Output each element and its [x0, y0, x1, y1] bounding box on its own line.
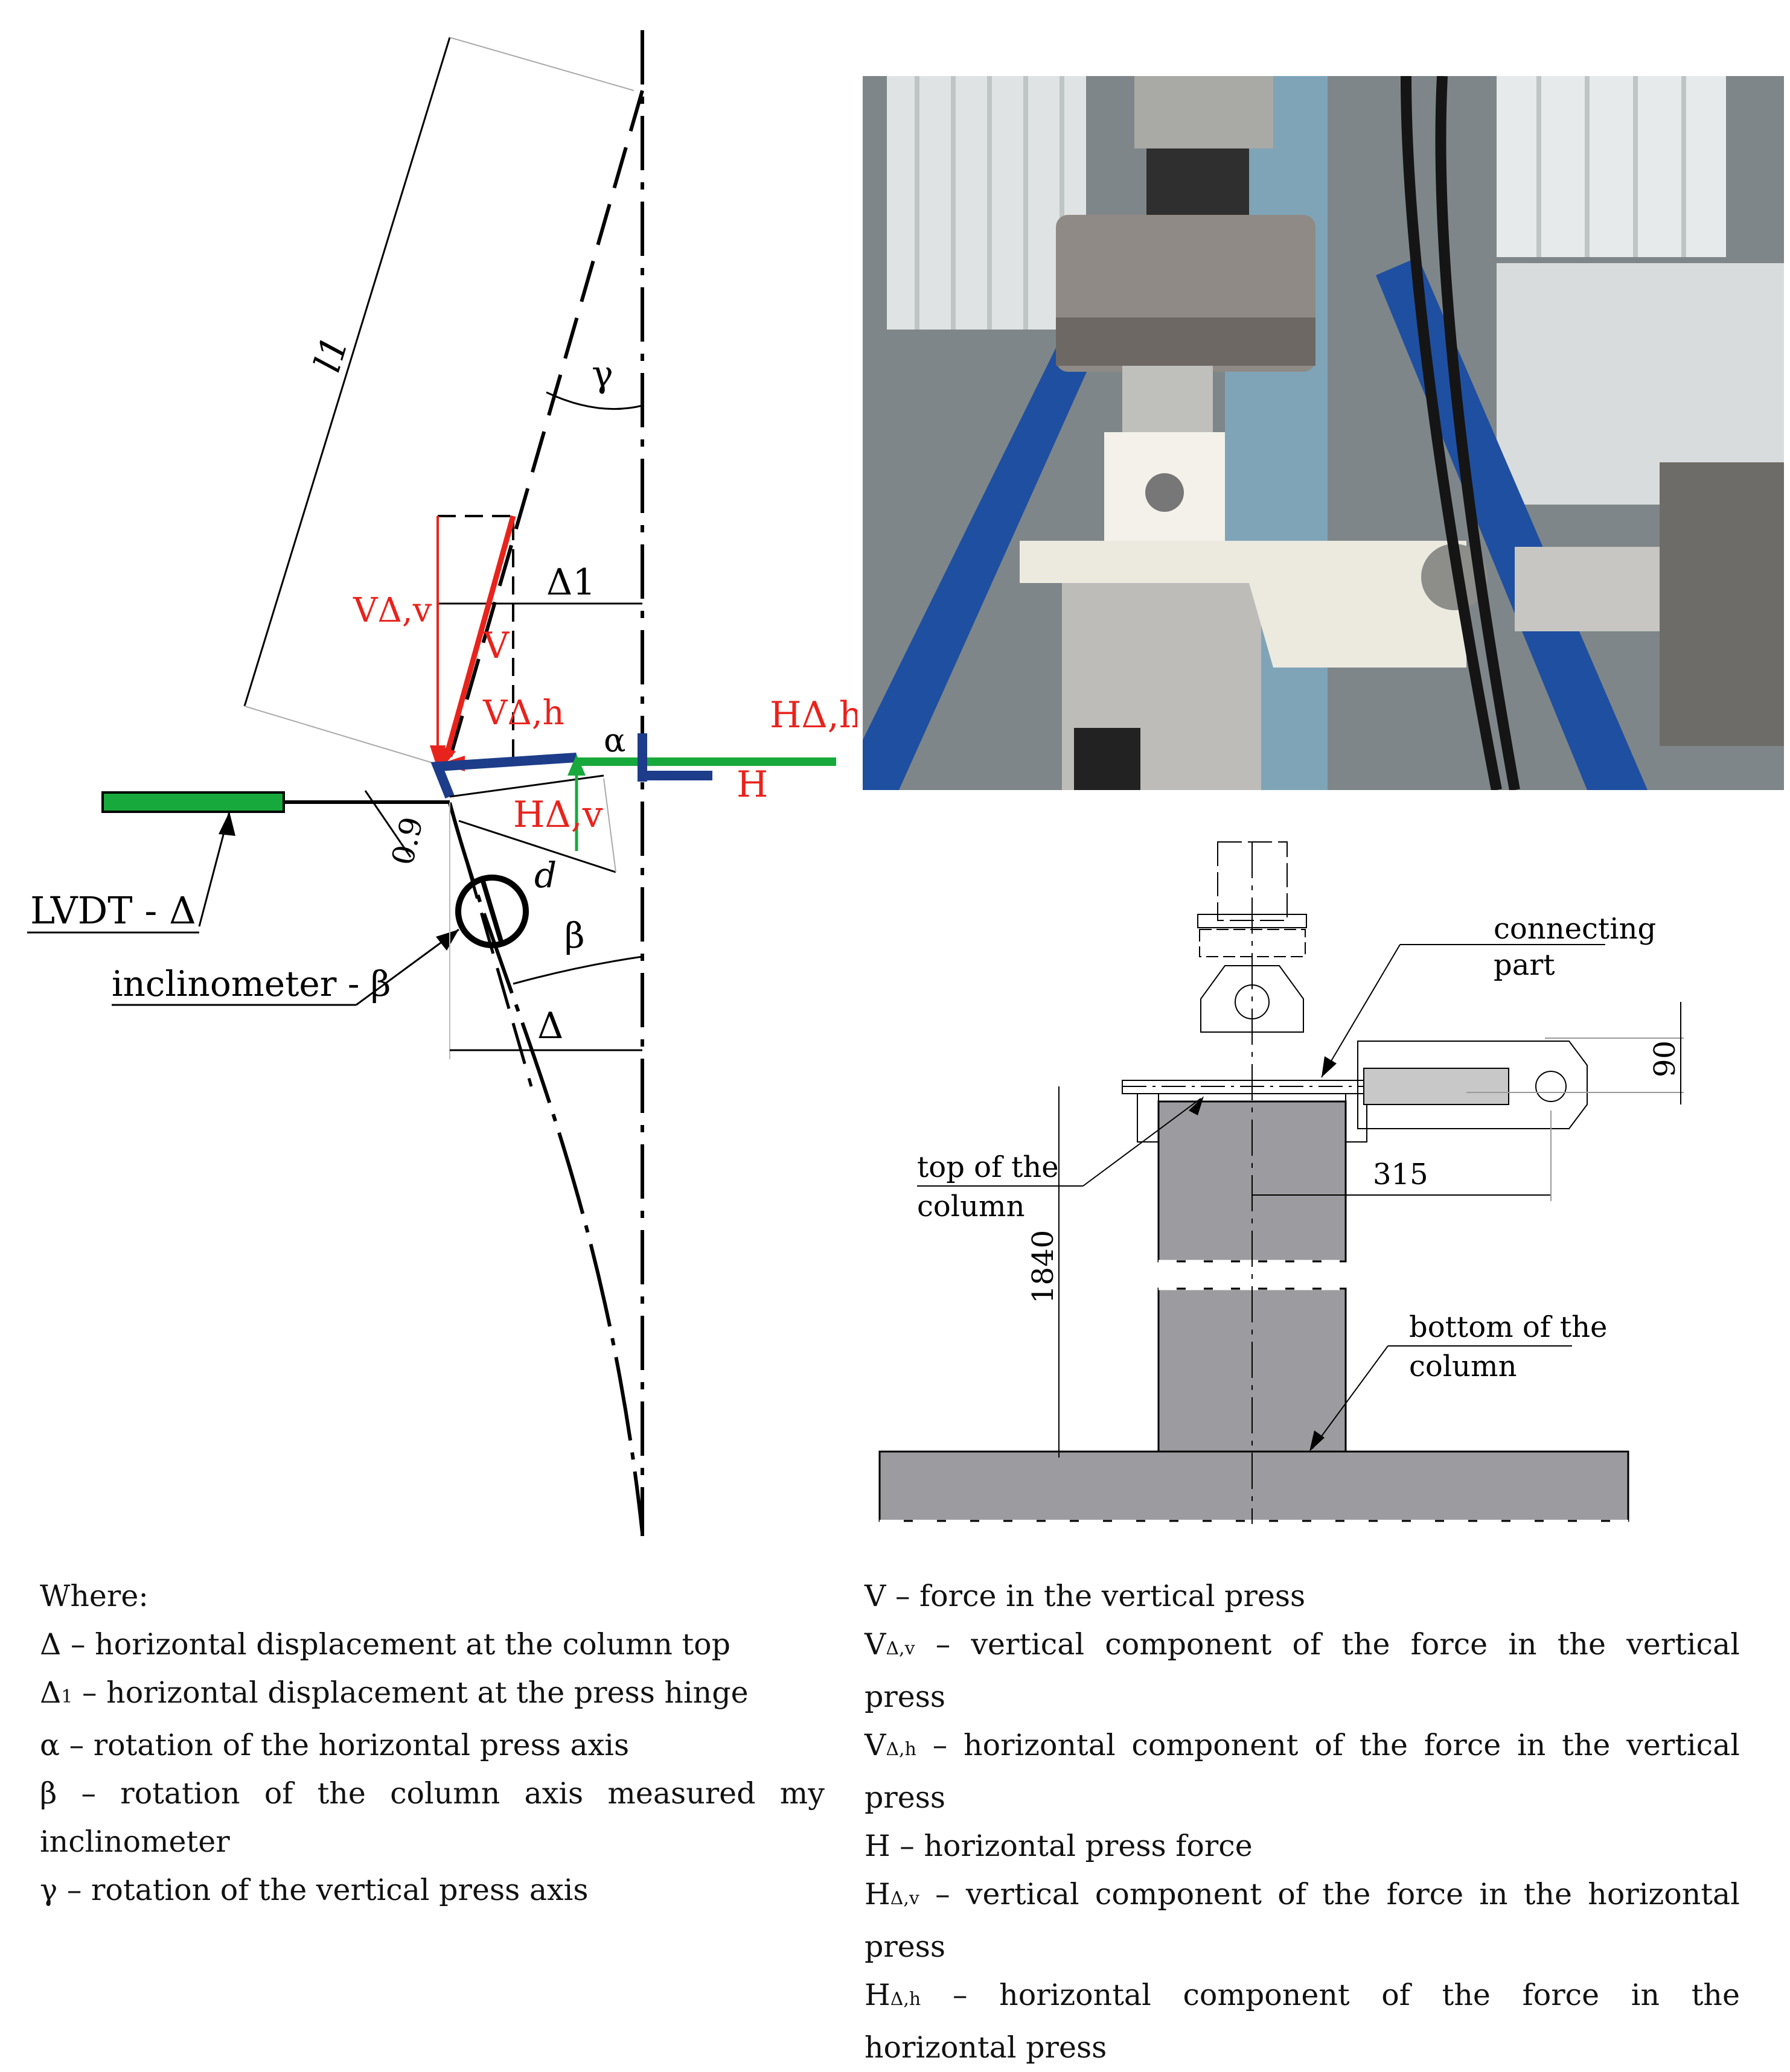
- lvdt-sensor: [101, 791, 285, 813]
- l1-dimension-line: [243, 37, 451, 707]
- legend-alpha: α – rotation of the horizontal press axi…: [40, 1728, 630, 1762]
- dim-09-label: 0.9: [385, 814, 430, 869]
- legend-gamma: γ – rotation of the vertical press axis: [40, 1873, 589, 1907]
- h-delta-v-label: HΔ,v: [513, 794, 603, 836]
- v-delta-h-label: VΔ,h: [482, 693, 564, 733]
- gamma-label: γ: [592, 353, 613, 395]
- delta-label: Δ: [537, 1005, 563, 1047]
- legend-v-dh-line2: press: [865, 1780, 946, 1815]
- dim-315-label: 315: [1373, 1158, 1428, 1191]
- legend-h-dh-line2: horizontal press: [865, 2030, 1107, 2065]
- inclinometer-label: inclinometer - β: [112, 963, 391, 1004]
- legend-v-dv-line2: press: [865, 1680, 946, 1714]
- test-rig-photo: [863, 76, 1784, 790]
- l1-label: l1: [306, 331, 357, 377]
- h-delta-h-label: HΔ,h: [770, 694, 857, 736]
- column-section-drawing: connecting part 90 top of the column 315…: [878, 841, 1684, 1524]
- bracket-blue: [430, 753, 577, 799]
- top-of-column-label-1: top of the: [917, 1150, 1059, 1184]
- legend-v: V – force in the vertical press: [865, 1579, 1306, 1613]
- legend-delta1: Δ1 – horizontal displacement at the pres…: [40, 1675, 749, 1710]
- deformation-schematic: l1 γ Δ1 VΔ,v V VΔ,h HΔ,h α H HΔ,v LVDT -…: [27, 30, 857, 1536]
- legend-beta-line2: inclinometer: [40, 1825, 230, 1859]
- alpha-label: α: [604, 721, 625, 759]
- connecting-part-label-1: connecting: [1494, 912, 1656, 946]
- deformed-column-axis: [448, 802, 644, 1534]
- legend-right: V – force in the vertical press VΔ,v–ver…: [865, 1572, 1740, 2072]
- legend-delta: Δ – horizontal displacement at the colum…: [40, 1627, 731, 1662]
- inclinometer-icon: [455, 875, 529, 948]
- foundation: [878, 1450, 1629, 1522]
- d-label: d: [534, 855, 557, 896]
- v-label: V: [482, 625, 510, 667]
- top-of-column-label-2: column: [917, 1190, 1024, 1223]
- dim-90-label: 90: [1648, 1041, 1682, 1077]
- legend-h: H – horizontal press force: [865, 1829, 1253, 1863]
- legend-h-dv-line2: press: [865, 1930, 946, 1964]
- beta-label: β: [564, 915, 585, 956]
- legend-left: Where: Δ – horizontal displacement at th…: [40, 1572, 825, 1914]
- v-force-arrow: [443, 515, 516, 760]
- bottom-of-column-label-2: column: [1409, 1350, 1517, 1383]
- h-label: H: [737, 763, 768, 806]
- connecting-part-label-2: part: [1494, 948, 1555, 982]
- dim-1840-label: 1840: [1026, 1230, 1060, 1304]
- legend-heading: Where:: [40, 1579, 149, 1613]
- bottom-of-column-label-1: bottom of the: [1409, 1310, 1607, 1344]
- lvdt-label: LVDT - Δ: [30, 888, 196, 932]
- v-delta-v-label: VΔ,v: [353, 591, 432, 630]
- delta1-label: Δ1: [546, 561, 596, 604]
- vertical-press-axis: [445, 90, 644, 770]
